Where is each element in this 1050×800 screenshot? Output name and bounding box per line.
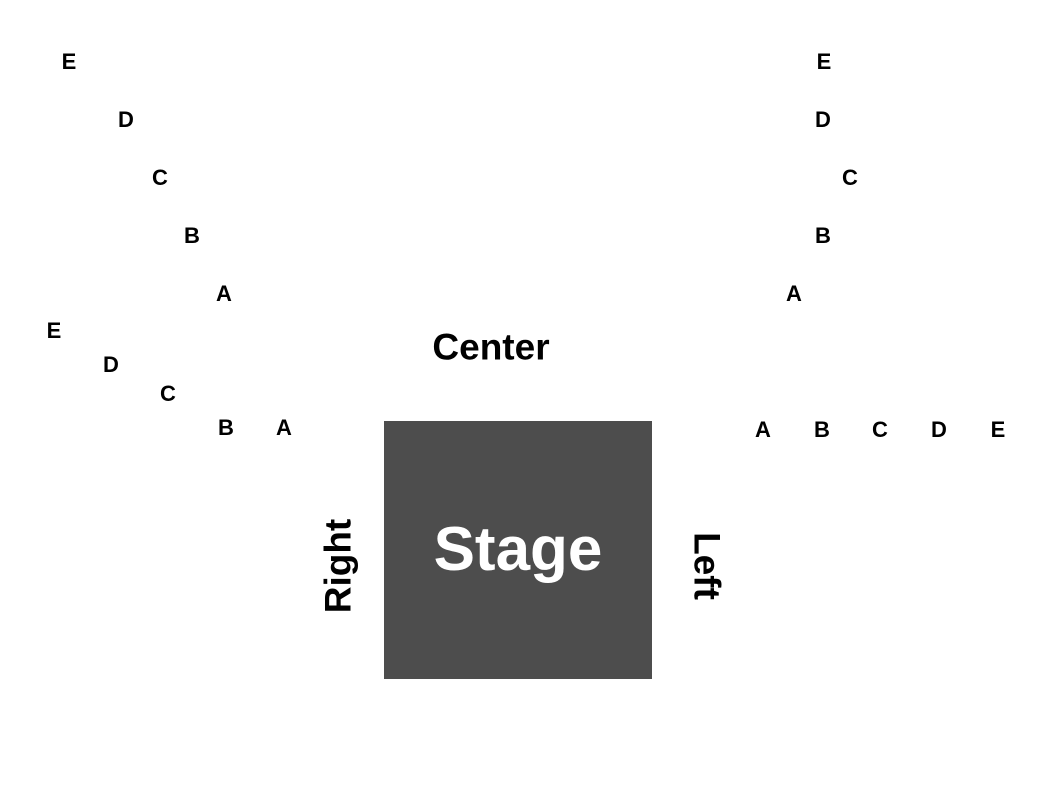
row-label-a[interactable]: A — [276, 415, 292, 440]
row-label-e[interactable]: E — [990, 417, 1006, 442]
row-label-b[interactable]: B — [218, 415, 234, 440]
row-label-d[interactable]: D — [118, 107, 134, 132]
row-label-d[interactable]: D — [815, 107, 831, 132]
row-label-a[interactable]: A — [216, 281, 232, 306]
row-label-a[interactable]: A — [755, 417, 771, 442]
row-label-e[interactable]: E — [816, 49, 832, 74]
row-label-c[interactable]: C — [160, 381, 176, 406]
row-label-e[interactable]: E — [61, 49, 77, 74]
row-label-c[interactable]: C — [152, 165, 168, 190]
section-label-center: Center — [432, 326, 550, 368]
row-label-d[interactable]: D — [931, 417, 947, 442]
row-label-b[interactable]: B — [184, 223, 200, 248]
row-label-d[interactable]: D — [103, 352, 119, 377]
row-label-b[interactable]: B — [815, 223, 831, 248]
stage-label: Stage — [433, 515, 603, 584]
section-label-left: Left — [686, 532, 728, 600]
stage-area: Stage — [384, 421, 652, 679]
section-label-right: Right — [317, 518, 359, 614]
row-label-a[interactable]: A — [786, 281, 802, 306]
row-label-b[interactable]: B — [814, 417, 830, 442]
row-label-e[interactable]: E — [46, 318, 62, 343]
row-label-c[interactable]: C — [872, 417, 888, 442]
row-label-c[interactable]: C — [842, 165, 858, 190]
